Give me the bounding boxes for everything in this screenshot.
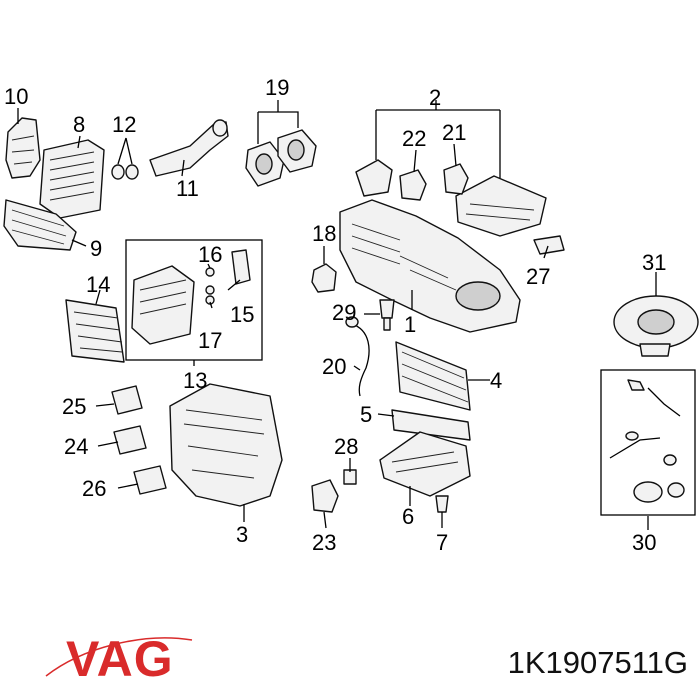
callout-7: 7	[436, 530, 448, 555]
callout-9: 9	[90, 236, 102, 261]
vag-logo: VAG	[45, 631, 193, 686]
callout-24: 24	[64, 434, 88, 459]
callout-5: 5	[360, 402, 372, 427]
part-23-module	[311, 479, 339, 513]
logo-swoosh	[45, 637, 193, 677]
callout-30: 30	[632, 530, 656, 555]
part-2-housing-parts	[355, 159, 547, 237]
callout-13: 13	[183, 368, 207, 393]
callout-15: 15	[230, 302, 254, 327]
callout-6: 6	[402, 504, 414, 529]
part-6-tray	[379, 431, 471, 497]
part-27-connector	[533, 235, 565, 255]
part-8-heater-core	[39, 139, 105, 219]
callout-27: 27	[526, 264, 550, 289]
part-21-actuator	[443, 163, 469, 195]
callout-28: 28	[334, 434, 358, 459]
callout-22: 22	[402, 126, 426, 151]
callout-16: 16	[198, 242, 222, 267]
part-11-pipe	[149, 119, 229, 177]
part-7-drain	[435, 495, 449, 513]
part-1-main-housing	[339, 199, 521, 333]
group-30-box	[600, 369, 696, 516]
part-18-module	[311, 263, 337, 293]
callout-17: 17	[198, 328, 222, 353]
callout-4: 4	[490, 368, 502, 393]
part-3-lower-housing	[169, 383, 283, 507]
part-28-sensor	[343, 469, 357, 485]
part-9-evaporator	[3, 199, 77, 251]
callout-3: 3	[236, 522, 248, 547]
part-29-bolt	[379, 299, 395, 331]
callout-labels: 10 8 12 11 19 2 22 21 9 18 16 27 31 14 1…	[4, 75, 666, 555]
part-30-linkage-kit	[609, 379, 685, 503]
part-14-cabin-filter	[65, 299, 125, 363]
callout-18: 18	[312, 221, 336, 246]
callout-1: 1	[404, 312, 416, 337]
leader-lines	[17, 100, 657, 530]
part-10-bracket	[5, 117, 41, 179]
part-number: 1K1907511G	[507, 645, 688, 680]
part-16-valve	[205, 267, 215, 305]
part-5-seal	[391, 409, 471, 441]
callout-31: 31	[642, 250, 666, 275]
part-4-flap	[395, 341, 471, 411]
callout-2: 2	[429, 85, 441, 110]
part-24-actuator	[113, 425, 147, 455]
part-19-gaskets	[245, 129, 317, 187]
part-15-expansion-valve	[231, 249, 251, 285]
part-26-actuator	[133, 465, 167, 495]
callout-26: 26	[82, 476, 106, 501]
callout-8: 8	[73, 112, 85, 137]
callout-29: 29	[332, 300, 356, 325]
logo-text: VAG	[66, 631, 174, 686]
part-25-actuator	[111, 385, 143, 415]
callout-25: 25	[62, 394, 86, 419]
callout-14: 14	[86, 272, 110, 297]
callout-12: 12	[112, 112, 136, 137]
callout-10: 10	[4, 84, 28, 109]
part-12-o-rings	[111, 164, 139, 180]
callout-23: 23	[312, 530, 336, 555]
callout-11: 11	[176, 176, 199, 201]
part-20-hose	[345, 316, 370, 397]
callout-20: 20	[322, 354, 346, 379]
callout-19: 19	[265, 75, 289, 100]
part-22-actuator	[399, 169, 427, 201]
callout-21: 21	[442, 120, 466, 145]
part-13-module	[131, 265, 195, 345]
part-31-blower-motor	[613, 295, 699, 357]
